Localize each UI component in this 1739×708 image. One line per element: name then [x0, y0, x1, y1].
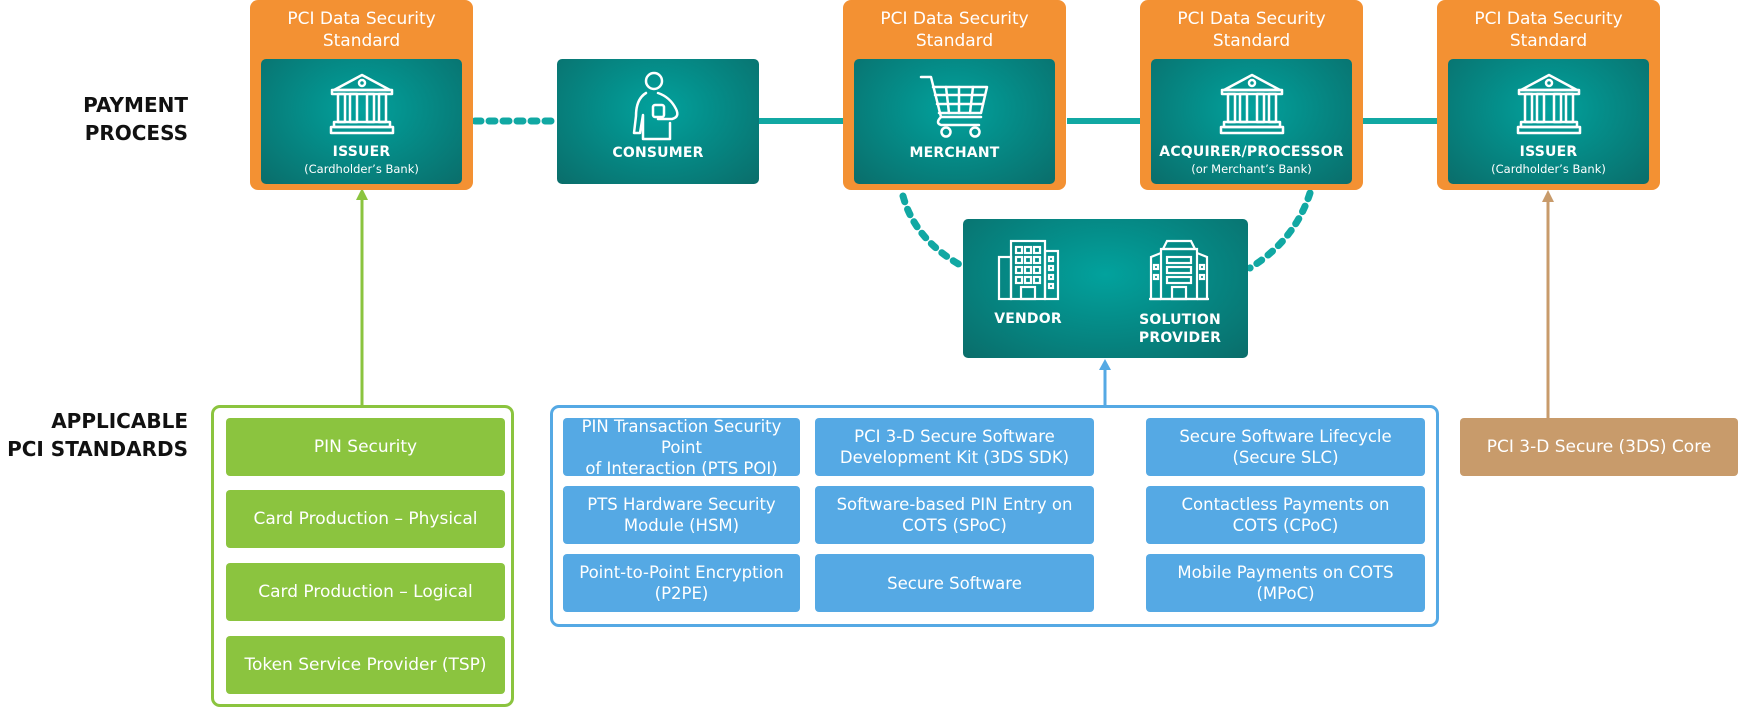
bank-icon: [1516, 73, 1581, 135]
dss-label: PCI Data Security Standard: [1474, 9, 1623, 51]
dss-issuer-right: PCI Data Security Standard ISSUER (Cardh…: [1437, 0, 1660, 190]
person-icon: [632, 71, 679, 141]
node-issuer-left[interactable]: ISSUER (Cardholder’s Bank): [261, 59, 462, 184]
connector-acquirer-vendor: [1246, 189, 1314, 272]
standard-3ds-core[interactable]: PCI 3-D Secure (3DS) Core: [1460, 418, 1738, 476]
node-consumer[interactable]: CONSUMER: [557, 59, 759, 184]
standard-card-production-physical[interactable]: Card Production – Physical: [226, 490, 505, 548]
standard-secure-software[interactable]: Secure Software: [815, 554, 1094, 612]
standard-mpoc[interactable]: Mobile Payments on COTS(MPoC): [1146, 554, 1425, 612]
node-merchant[interactable]: MERCHANT: [854, 59, 1055, 184]
bank-icon: [1219, 73, 1284, 135]
hotel-building-icon: [1149, 239, 1209, 301]
bank-icon: [329, 73, 394, 135]
applicable-standards-label: APPLICABLE PCI STANDARDS: [7, 409, 188, 461]
arrowhead-green: [356, 188, 368, 200]
connector-merchant-vendor: [899, 192, 966, 270]
office-building-icon: [997, 239, 1060, 301]
dss-label: PCI Data Security Standard: [287, 9, 436, 51]
standard-p2pe[interactable]: Point-to-Point Encryption(P2PE): [563, 554, 800, 612]
dss-acquirer: PCI Data Security Standard ACQUIRER/PROC…: [1140, 0, 1363, 190]
green-standards-panel: PIN Security Card Production – Physical …: [211, 405, 514, 707]
standard-secure-slc[interactable]: Secure Software Lifecycle(Secure SLC): [1146, 418, 1425, 476]
node-vendor-solution-provider[interactable]: VENDOR SOLUTION PROVIDER: [963, 219, 1248, 358]
solution-provider-label: SOLUTION PROVIDER: [1138, 312, 1222, 346]
dss-issuer-left: PCI Data Security Standard ISSUER (Cardh…: [250, 0, 473, 190]
standard-token-service-provider[interactable]: Token Service Provider (TSP): [226, 636, 505, 694]
node-issuer-right[interactable]: ISSUER (Cardholder’s Bank): [1448, 59, 1649, 184]
dss-label: PCI Data Security Standard: [1177, 9, 1326, 51]
vendor-label: VENDOR: [994, 311, 1062, 327]
payment-process-label: PAYMENT PROCESS: [83, 93, 188, 145]
shopping-cart-icon: [919, 75, 988, 138]
arrowhead-tan: [1542, 190, 1554, 202]
standard-card-production-logical[interactable]: Card Production – Logical: [226, 563, 505, 621]
arrowhead-blue: [1099, 359, 1111, 370]
standard-pin-security[interactable]: PIN Security: [226, 418, 505, 476]
node-acquirer-processor[interactable]: ACQUIRER/PROCESSOR (or Merchant’s Bank): [1151, 59, 1352, 184]
dss-label: PCI Data Security Standard: [880, 9, 1029, 51]
dss-merchant: PCI Data Security Standard MERCHANT: [843, 0, 1066, 190]
